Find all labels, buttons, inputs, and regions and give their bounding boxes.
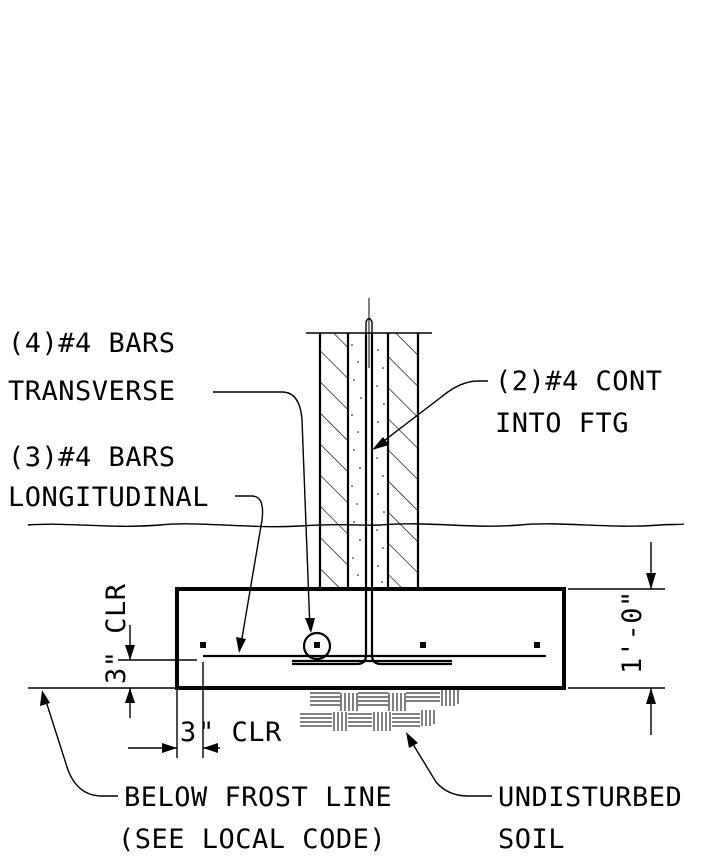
bottom-cover-dimension: 3" CLR bbox=[28, 583, 197, 718]
concrete-footing bbox=[175, 587, 566, 690]
cont-bars-leader bbox=[372, 380, 488, 450]
frost-line-leader bbox=[40, 690, 118, 797]
cont-bars-label-line2: INTO FTG bbox=[495, 408, 629, 439]
side-cover-dimension: 3 " CLR bbox=[128, 662, 282, 758]
cont-bars-label-line1: (2)#4 CONT bbox=[495, 366, 663, 397]
longitudinal-label-line1: (3)#4 BARS bbox=[8, 442, 176, 473]
masonry-wall bbox=[306, 298, 432, 588]
footing-depth-label: 1'-0" bbox=[617, 590, 648, 674]
soil-leader bbox=[406, 732, 492, 797]
transverse-leader bbox=[213, 391, 315, 633]
footing-depth-dimension: 1'-0" bbox=[568, 542, 665, 735]
grout-fill bbox=[351, 344, 385, 583]
transverse-label-line2: TRANSVERSE bbox=[8, 376, 176, 407]
longitudinal-bar bbox=[534, 642, 540, 648]
transverse-label-line1: (4)#4 BARS bbox=[8, 328, 176, 359]
detail-circle bbox=[302, 631, 332, 661]
longitudinal-bar bbox=[200, 642, 206, 648]
longitudinal-bar bbox=[420, 642, 426, 648]
frost-line-label-line2: (SEE LOCAL CODE) bbox=[118, 824, 386, 855]
soil-label-line2: SOIL bbox=[498, 824, 565, 855]
longitudinal-label-line2: LONGITUDINAL bbox=[8, 482, 209, 513]
longitudinal-leader bbox=[235, 495, 264, 653]
grade-line bbox=[27, 523, 685, 528]
side-cover-number: 3 bbox=[180, 717, 197, 748]
longitudinal-bar bbox=[314, 642, 320, 648]
side-cover-label: " CLR bbox=[198, 717, 282, 748]
bottom-cover-label: 3" CLR bbox=[101, 583, 132, 684]
soil-symbol bbox=[300, 690, 459, 731]
footing-rebar bbox=[200, 588, 546, 666]
soil-label-line1: UNDISTURBED bbox=[498, 782, 682, 813]
frost-line-label-line1: BELOW FROST LINE bbox=[124, 782, 392, 813]
